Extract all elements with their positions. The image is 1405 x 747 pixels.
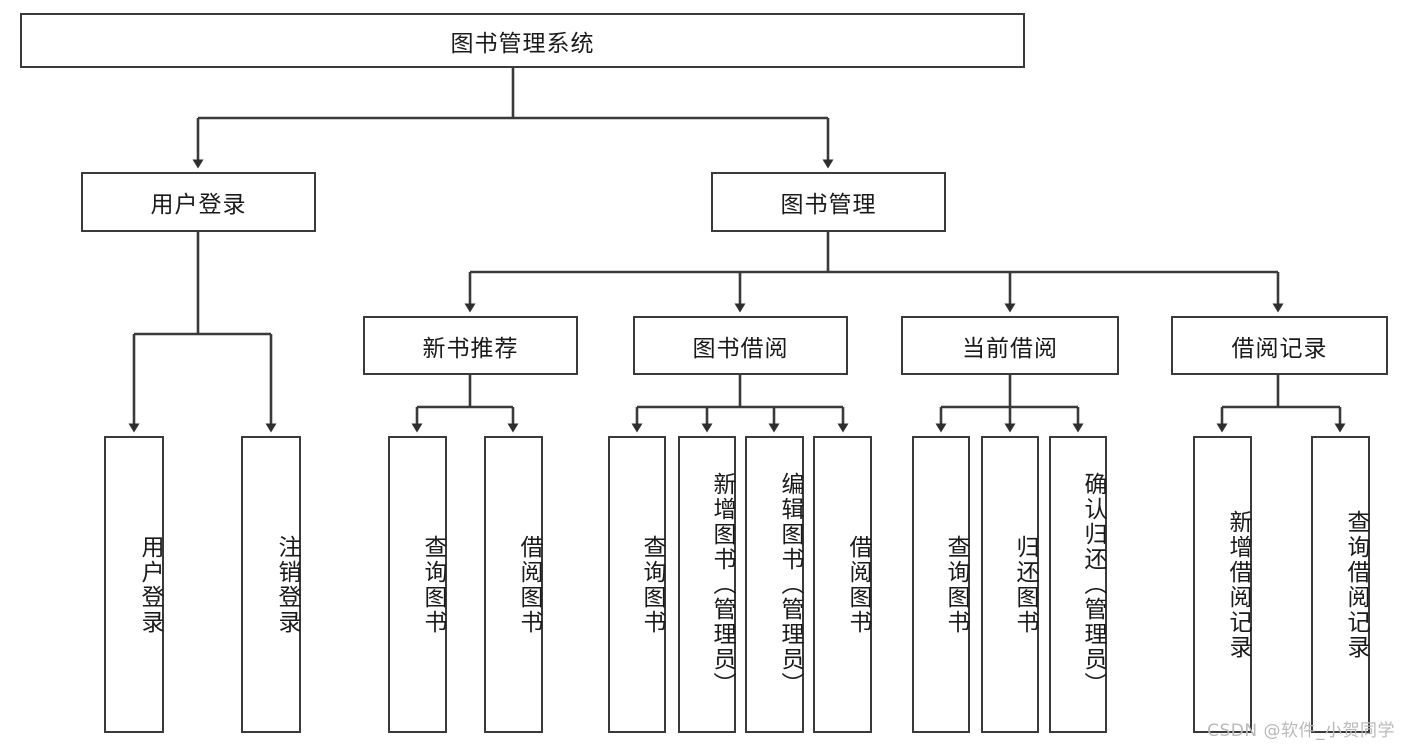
node-book-management[interactable]: 图书管理	[711, 172, 946, 232]
csdn-watermark: CSDN @软件_小贺同学	[1207, 721, 1395, 741]
leaf-label: 用户登录	[137, 534, 163, 635]
node-root[interactable]: 图书管理系统	[20, 13, 1025, 68]
leaf-new-book-borrow[interactable]: 借阅图书	[484, 436, 543, 733]
node-user-login[interactable]: 用户登录	[81, 172, 316, 232]
leaf-current-confirm-return[interactable]: 确认归还（管理员）	[1049, 436, 1107, 733]
leaf-borrow-borrow-book[interactable]: 借阅图书	[813, 436, 872, 733]
leaf-borrow-edit-book[interactable]: 编辑图书（管理员）	[745, 436, 804, 733]
leaf-label: 确认归还（管理员）	[1080, 472, 1106, 697]
leaf-label: 查询图书	[639, 534, 665, 635]
leaf-label: 归还图书	[1012, 534, 1038, 635]
leaf-record-add[interactable]: 新增借阅记录	[1193, 436, 1252, 733]
node-root-label: 图书管理系统	[450, 30, 595, 57]
leaf-borrow-add-book[interactable]: 新增图书（管理员）	[678, 436, 736, 733]
leaf-label: 查询图书	[420, 534, 446, 635]
leaf-label: 新增借阅记录	[1225, 509, 1251, 660]
node-new-book-recommend-label: 新书推荐	[422, 335, 519, 362]
leaf-current-query-book[interactable]: 查询图书	[912, 436, 970, 733]
node-book-borrow-label: 图书借阅	[692, 335, 789, 362]
node-borrow-records[interactable]: 借阅记录	[1171, 316, 1388, 375]
leaf-label: 借阅图书	[516, 534, 542, 635]
leaf-label: 查询借阅记录	[1343, 509, 1369, 660]
leaf-label: 新增图书（管理员）	[709, 472, 735, 697]
leaf-user-login-signout[interactable]: 注销登录	[241, 436, 301, 733]
leaf-label: 注销登录	[274, 534, 300, 635]
node-current-borrow-label: 当前借阅	[962, 335, 1058, 362]
node-new-book-recommend[interactable]: 新书推荐	[363, 316, 578, 375]
leaf-user-login-signin[interactable]: 用户登录	[104, 436, 164, 733]
leaf-current-return-book[interactable]: 归还图书	[981, 436, 1039, 733]
leaf-label: 编辑图书（管理员）	[777, 472, 803, 697]
leaf-label: 查询图书	[943, 534, 969, 635]
node-user-login-label: 用户登录	[150, 192, 247, 218]
leaf-new-book-query[interactable]: 查询图书	[388, 436, 447, 733]
leaf-record-query[interactable]: 查询借阅记录	[1311, 436, 1370, 733]
leaf-label: 借阅图书	[845, 534, 871, 635]
node-book-management-label: 图书管理	[780, 192, 877, 218]
leaf-borrow-query-book[interactable]: 查询图书	[608, 436, 666, 733]
node-borrow-records-label: 借阅记录	[1231, 335, 1328, 362]
node-current-borrow[interactable]: 当前借阅	[901, 316, 1119, 375]
node-book-borrow[interactable]: 图书借阅	[633, 316, 848, 375]
